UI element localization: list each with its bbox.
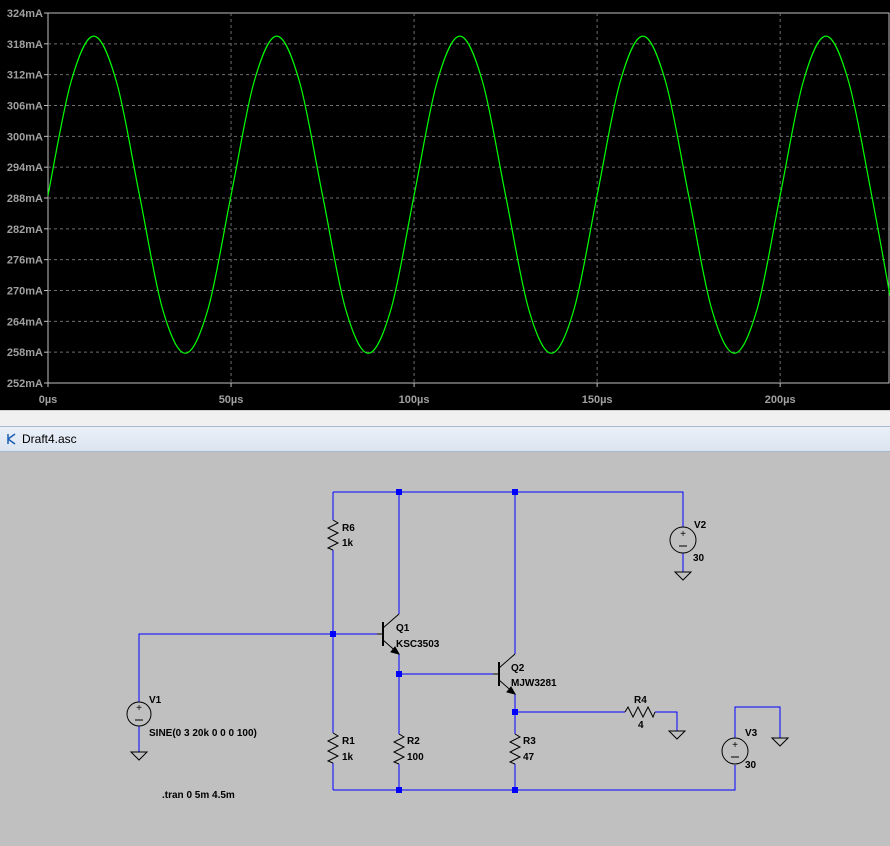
transistor-q1[interactable] bbox=[377, 613, 401, 655]
y-tick-label: 312mA bbox=[7, 70, 43, 82]
r6-value: 1k bbox=[342, 538, 354, 549]
y-tick-label: 324mA bbox=[7, 8, 43, 20]
y-tick-label: 252mA bbox=[7, 378, 43, 390]
wires bbox=[138, 491, 781, 791]
trace-line[interactable] bbox=[47, 35, 890, 354]
r2-name: R2 bbox=[407, 736, 420, 747]
wire-input bbox=[138, 633, 377, 702]
r1-value: 1k bbox=[342, 752, 354, 763]
resistor-r1 bbox=[326, 732, 340, 764]
ground-symbol-v2 bbox=[673, 571, 693, 581]
pane-splitter[interactable] bbox=[0, 410, 890, 427]
q2-value: MJW3281 bbox=[511, 678, 557, 689]
tab-draft4[interactable]: Draft4.asc bbox=[2, 429, 83, 449]
r3-name: R3 bbox=[523, 736, 536, 747]
v3-name: V3 bbox=[745, 728, 758, 739]
wire-r4-gnd bbox=[655, 711, 678, 731]
r6-name: R6 bbox=[342, 523, 355, 534]
ground-symbol-v1 bbox=[129, 751, 149, 761]
v2-value: 30 bbox=[693, 553, 705, 564]
y-tick-label: 270mA bbox=[7, 286, 43, 298]
ground-symbol-r4 bbox=[667, 730, 687, 740]
tab-title: Draft4.asc bbox=[22, 432, 77, 446]
x-tick-label: 0µs bbox=[39, 394, 58, 406]
junctions bbox=[330, 489, 518, 793]
source-v2[interactable]: + bbox=[669, 526, 697, 554]
svg-text:+: + bbox=[136, 703, 142, 714]
plot-grid bbox=[44, 12, 890, 387]
r4-value: 4 bbox=[638, 720, 644, 731]
v1-value: SINE(0 3 20k 0 0 0 100) bbox=[149, 728, 257, 739]
resistor-r4 bbox=[624, 705, 656, 719]
svg-text:+: + bbox=[680, 529, 686, 540]
resistor-r2 bbox=[392, 733, 406, 765]
y-tick-label: 264mA bbox=[7, 316, 43, 328]
plot-traces bbox=[47, 35, 890, 354]
q2-name: Q2 bbox=[511, 663, 525, 674]
x-tick-label: 150µs bbox=[582, 394, 613, 406]
q1-name: Q1 bbox=[396, 623, 410, 634]
source-v3[interactable]: + bbox=[721, 737, 749, 765]
y-tick-label: 282mA bbox=[7, 224, 43, 236]
x-tick-label: 200µs bbox=[765, 394, 796, 406]
waveform-plot[interactable]: 324mA 318mA 312mA 306mA 300mA 294mA 288mA 282mA… bbox=[0, 0, 890, 410]
r4-name: R4 bbox=[634, 695, 647, 706]
x-tick-label: 100µs bbox=[399, 394, 430, 406]
y-tick-label: 258mA bbox=[7, 347, 43, 359]
wire-bottom-rail bbox=[333, 765, 736, 791]
spice-directive: .tran 0 5m 4.5m bbox=[162, 790, 235, 801]
v1-name: V1 bbox=[149, 695, 162, 706]
schematic-icon bbox=[7, 433, 16, 445]
ground-symbol-v3 bbox=[770, 737, 790, 747]
r2-value: 100 bbox=[407, 752, 424, 763]
source-v1[interactable]: + bbox=[126, 701, 152, 727]
waveform-chart[interactable]: 324mA 318mA 312mA 306mA 300mA 294mA 288mA 282mA… bbox=[0, 0, 890, 410]
y-tick-label: 300mA bbox=[7, 131, 43, 143]
v2-name: V2 bbox=[694, 520, 707, 531]
y-tick-label: 294mA bbox=[7, 162, 43, 174]
svg-text:+: + bbox=[732, 740, 738, 751]
q1-value: KSC3503 bbox=[396, 639, 440, 650]
document-tab-bar: Draft4.asc bbox=[0, 426, 890, 452]
resistor-r6 bbox=[326, 519, 340, 551]
wire-top-rail bbox=[333, 491, 684, 527]
transistor-q2[interactable] bbox=[493, 653, 517, 695]
y-tick-label: 276mA bbox=[7, 255, 43, 267]
y-tick-label: 318mA bbox=[7, 39, 43, 51]
wire-v3-top bbox=[734, 706, 781, 738]
r3-value: 47 bbox=[523, 752, 535, 763]
schematic-canvas[interactable]: + + + R6 1k R1 1k R2 100 R3 47 R4 4 Q1 K… bbox=[0, 451, 890, 841]
y-tick-label: 306mA bbox=[7, 101, 43, 113]
y-tick-label: 288mA bbox=[7, 193, 43, 205]
r1-name: R1 bbox=[342, 736, 355, 747]
plot-tick-labels: 324mA 318mA 312mA 306mA 300mA 294mA 288mA 282mA… bbox=[7, 8, 796, 406]
x-tick-label: 50µs bbox=[219, 394, 244, 406]
resistor-r3 bbox=[508, 733, 522, 765]
v3-value: 30 bbox=[745, 760, 757, 771]
